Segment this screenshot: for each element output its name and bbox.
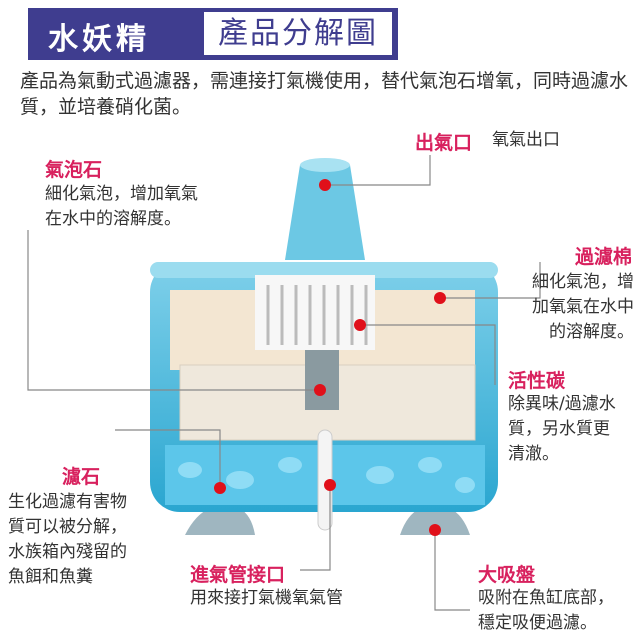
inlet-desc: 用來接打氣機氧氣管 <box>190 588 343 608</box>
air-stone <box>305 350 339 410</box>
outlet-desc: 氧氣出口 <box>492 130 560 150</box>
marker-carbon <box>354 319 366 331</box>
outlet-title: 出氣口 <box>415 132 473 154</box>
marker-inlet <box>324 479 336 491</box>
carbon-title: 活性碳 <box>508 370 566 392</box>
stones-title: 濾石 <box>62 466 101 488</box>
brand-name: 水妖精 <box>48 22 150 57</box>
page-title: 產品分解圖 <box>204 12 392 55</box>
carbon-desc: 除異味/過濾水質，另水質更清澈。 <box>508 394 616 464</box>
airstone-desc: 細化氣泡，增加氧氣在水中的溶解度。 <box>45 184 198 229</box>
cage <box>255 275 375 350</box>
intro-text: 產品為氣動式過濾器，需連接打氣機使用，替代氣泡石增氧，同時過濾水質，並培養硝化菌… <box>20 70 629 118</box>
sponge-desc: 細化氣泡，增加氧氣在水中的溶解度。 <box>532 272 634 342</box>
stones-desc: 生化過濾有害物質可以被分解，水族箱內殘留的魚餌和魚糞 <box>8 492 127 587</box>
sponge-title: 過濾棉 <box>574 246 632 268</box>
inlet-title: 進氣管接口 <box>190 564 286 586</box>
airstone-title: 氣泡石 <box>45 159 103 181</box>
outlet-spout <box>285 165 365 260</box>
header-bar: 水妖精 產品分解圖 <box>28 8 398 60</box>
marker-sponge <box>434 292 446 304</box>
suction-title: 大吸盤 <box>478 564 536 586</box>
suction-desc: 吸附在魚缸底部，穩定吸便過濾。 <box>478 588 614 633</box>
suction-cup-left <box>185 505 255 535</box>
marker-outlet <box>319 179 331 191</box>
marker-airstone <box>314 384 326 396</box>
suction-cup-right <box>400 505 470 535</box>
marker-suction <box>429 524 441 536</box>
marker-stones <box>214 482 226 494</box>
